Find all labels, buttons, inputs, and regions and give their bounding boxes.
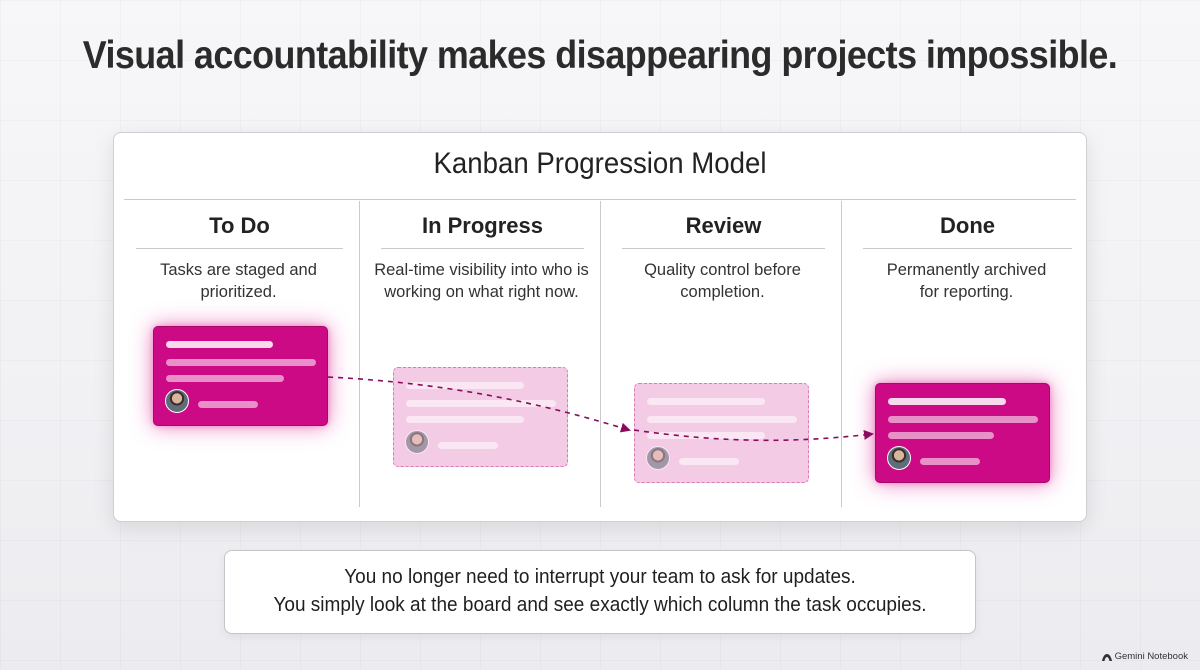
task-card-in-progress-ghost <box>393 367 568 467</box>
assignee-avatar <box>165 389 189 413</box>
card-text-placeholder <box>647 432 765 439</box>
kanban-board: Kanban Progression Model To Do Tasks are… <box>113 132 1087 522</box>
column-review: Review Quality control before completion… <box>600 201 841 501</box>
board-title: Kanban Progression Model <box>433 147 767 180</box>
assignee-name-placeholder <box>198 401 258 408</box>
assignee-name-placeholder <box>679 458 739 465</box>
column-heading: In Progress <box>381 209 584 249</box>
column-in-progress: In Progress Real-time visibility into wh… <box>359 201 600 501</box>
column-description: Tasks are staged and prioritized. <box>160 261 317 301</box>
card-text-placeholder <box>166 375 284 382</box>
card-text-placeholder <box>888 432 994 439</box>
notebook-logo-icon <box>1101 653 1112 661</box>
card-text-placeholder <box>406 416 524 423</box>
card-text-placeholder <box>647 398 765 405</box>
callout-line-2: You simply look at the board and see exa… <box>273 594 927 616</box>
explanation-callout: You no longer need to interrupt your tea… <box>224 550 976 634</box>
brand-watermark: Gemini Notebook <box>1101 651 1188 662</box>
card-text-placeholder <box>647 416 797 423</box>
column-description: Real-time visibility into who is working… <box>374 261 589 301</box>
column-description: Quality control before completion. <box>644 261 801 301</box>
task-card-to-do[interactable] <box>153 326 328 426</box>
column-heading: To Do <box>136 209 343 249</box>
brand-label: Gemini Notebook <box>1114 651 1188 662</box>
column-heading: Review <box>622 209 825 249</box>
task-card-review-ghost <box>634 383 809 483</box>
board-title-divider <box>124 199 1076 200</box>
page-headline: Visual accountability makes disappearing… <box>82 34 1118 77</box>
callout-line-1: You no longer need to interrupt your tea… <box>344 566 856 588</box>
card-text-placeholder <box>406 400 556 407</box>
column-separator <box>841 201 842 507</box>
column-to-do: To Do Tasks are staged and prioritized. <box>114 201 359 501</box>
assignee-avatar <box>405 430 429 454</box>
card-text-placeholder <box>888 416 1038 423</box>
column-separator <box>600 201 601 507</box>
assignee-avatar <box>646 446 670 470</box>
card-text-placeholder <box>166 359 316 366</box>
assignee-name-placeholder <box>438 442 498 449</box>
assignee-name-placeholder <box>920 458 980 465</box>
column-done: Done Permanently archived for reporting. <box>841 201 1088 501</box>
task-card-done[interactable] <box>875 383 1050 483</box>
card-text-placeholder <box>406 382 524 389</box>
card-text-placeholder <box>888 398 1006 405</box>
column-separator <box>359 201 360 507</box>
column-description: Permanently archived for reporting. <box>886 261 1047 301</box>
card-text-placeholder <box>166 341 273 348</box>
column-heading: Done <box>863 209 1072 249</box>
assignee-avatar <box>887 446 911 470</box>
